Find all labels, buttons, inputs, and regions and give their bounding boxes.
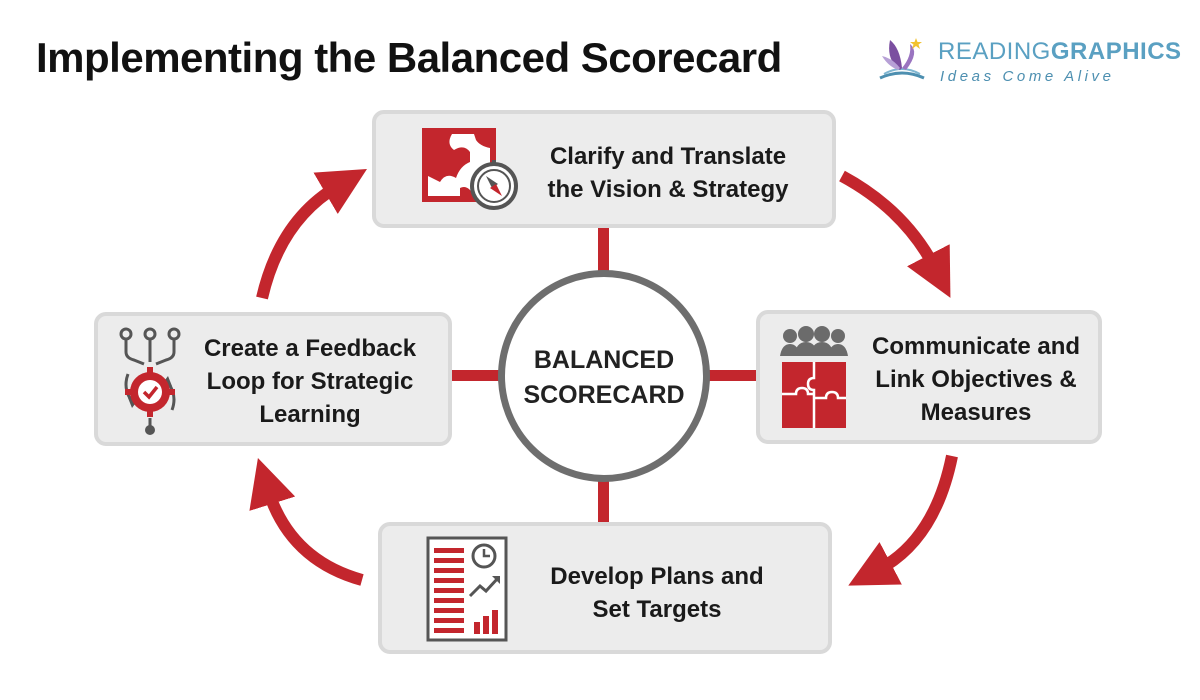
connector-right: [708, 370, 758, 381]
arrow-right-to-bottom: [848, 454, 958, 586]
step-communicate-line-3: Measures: [920, 399, 1032, 426]
step-feedback-loop: Create a Feedback Loop for Strategic Lea…: [94, 312, 452, 446]
step-feedback-line-3: Learning: [259, 401, 361, 428]
step-clarify-line-1: Clarify and Translate: [549, 143, 787, 170]
arrow-bottom-to-left: [249, 457, 364, 586]
balanced-scorecard-hub: BALANCED SCORECARD: [498, 270, 710, 482]
step-clarify-line-2: the Vision & Strategy: [547, 176, 789, 203]
page-title: Implementing the Balanced Scorecard: [36, 34, 782, 81]
step-clarify-vision: Clarify and Translate the Vision & Strat…: [372, 110, 836, 228]
plan-report-icon: [426, 536, 508, 642]
step-develop-line-1: Develop Plans and: [550, 563, 764, 590]
hub-line-2: SCORECARD: [523, 381, 685, 409]
connector-bottom: [598, 480, 609, 524]
logo-tagline: Ideas Come Alive: [940, 68, 1115, 85]
step-feedback-line-1: Create a Feedback: [203, 335, 417, 362]
feedback-gear-icon: [119, 327, 181, 435]
step-communicate-line-2: Link Objectives &: [875, 366, 1077, 393]
hub-line-1: BALANCED: [533, 346, 675, 374]
step-feedback-line-2: Loop for Strategic: [206, 368, 414, 395]
connector-top: [598, 226, 609, 274]
arrow-left-to-top: [256, 168, 367, 300]
connector-left: [450, 370, 502, 381]
logo-wordmark: READINGGRAPHICS: [938, 38, 1182, 66]
step-communicate-line-1: Communicate and: [871, 333, 1081, 360]
readinggraphics-logo: READINGGRAPHICS Ideas Come Alive: [876, 34, 1181, 90]
team-puzzle-icon: [780, 326, 848, 428]
butterfly-book-icon: [879, 38, 925, 80]
logo-brand-light: READING: [938, 38, 1051, 65]
step-develop-line-2: Set Targets: [592, 596, 722, 623]
logo-brand-bold: GRAPHICS: [1050, 38, 1182, 65]
map-compass-icon: [422, 128, 518, 210]
step-develop-plans: Develop Plans and Set Targets: [378, 522, 832, 654]
arrow-top-to-right: [839, 170, 951, 298]
step-communicate-link: Communicate and Link Objectives & Measur…: [756, 310, 1102, 444]
